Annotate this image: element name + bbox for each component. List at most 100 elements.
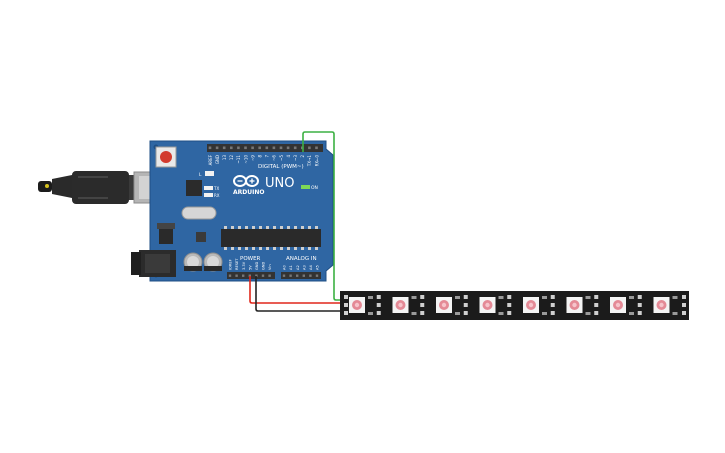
- crystal-oscillator: [181, 206, 217, 220]
- strip-smd-component: [368, 296, 373, 299]
- digital-pin[interactable]: [230, 146, 233, 150]
- led-pixel[interactable]: [436, 297, 452, 313]
- analog-pin[interactable]: [302, 274, 305, 277]
- power-pin-header[interactable]: [227, 272, 275, 279]
- power-pin[interactable]: [255, 274, 258, 277]
- chip-pin: [301, 226, 304, 229]
- digital-pin-label: ~10: [243, 155, 248, 164]
- analog-pin-label: A3: [302, 265, 306, 270]
- chip-pin: [308, 226, 311, 229]
- strip-cut-pad: [376, 303, 381, 307]
- analog-pin[interactable]: [296, 274, 299, 277]
- strip-smd-component: [368, 312, 373, 315]
- led-pixel[interactable]: [523, 297, 539, 313]
- strip-end-pad: [344, 295, 348, 299]
- led-pixel[interactable]: [349, 297, 365, 313]
- analog-pin[interactable]: [282, 274, 286, 277]
- strip-smd-component: [542, 296, 547, 299]
- analog-pin[interactable]: [315, 274, 319, 277]
- power-pin[interactable]: [235, 274, 238, 277]
- power-pin[interactable]: [268, 274, 271, 277]
- power-pin[interactable]: [242, 274, 245, 277]
- usb-interface-chip: [186, 180, 202, 196]
- chip-pin: [273, 247, 276, 250]
- power-pin-label: IOREF: [229, 259, 233, 270]
- digital-pin[interactable]: [279, 146, 283, 150]
- digital-pin-label: AREF: [208, 154, 213, 165]
- strip-cut-pad: [637, 311, 642, 315]
- dc-barrel-jack[interactable]: [131, 250, 176, 277]
- chip-pin: [287, 247, 290, 250]
- strip-end-pad: [682, 303, 686, 307]
- digital-pin[interactable]: [265, 146, 269, 150]
- digital-pin-label: ~6: [272, 155, 277, 161]
- signal-wire[interactable]: [302, 131, 346, 301]
- power-pin[interactable]: [228, 274, 232, 277]
- strip-smd-component: [455, 312, 460, 315]
- power-label: POWER: [240, 256, 261, 262]
- analog-pin-label: A2: [296, 265, 300, 270]
- reset-button[interactable]: [155, 146, 177, 168]
- led-pixel[interactable]: [392, 297, 409, 313]
- strip-cut-pad: [550, 303, 555, 307]
- digital-pin[interactable]: [237, 146, 240, 150]
- digital-pin[interactable]: [251, 146, 254, 150]
- strip-cut-pad: [376, 311, 381, 315]
- analog-pin[interactable]: [289, 274, 292, 277]
- chip-pin: [287, 226, 290, 229]
- ground-wire[interactable]: [255, 276, 346, 312]
- digital-pin[interactable]: [258, 146, 261, 150]
- led-pixel[interactable]: [566, 297, 583, 313]
- rx-label: RX: [214, 193, 220, 198]
- power-pin[interactable]: [261, 274, 265, 277]
- chip-pin: [245, 247, 248, 250]
- strip-smd-component: [629, 296, 634, 299]
- led-pixel[interactable]: [479, 297, 496, 313]
- led-pixel[interactable]: [610, 297, 626, 313]
- strip-cut-pad: [463, 295, 468, 299]
- strip-end-pad: [682, 295, 686, 299]
- analog-pin-label: A0: [283, 265, 287, 270]
- chip-pin: [238, 247, 241, 250]
- power-wire[interactable]: [249, 276, 346, 304]
- strip-cut-pad: [550, 311, 555, 315]
- analog-pin-label: A1: [289, 265, 293, 270]
- chip-pin: [308, 247, 311, 250]
- digital-pin[interactable]: [215, 146, 219, 150]
- capacitor: [183, 252, 203, 272]
- digital-pin[interactable]: [272, 146, 276, 150]
- analog-pin-header[interactable]: [281, 272, 321, 279]
- digital-pin[interactable]: [208, 146, 212, 150]
- analog-label: ANALOG IN: [286, 256, 317, 262]
- digital-pin[interactable]: [315, 146, 318, 150]
- digital-pin[interactable]: [293, 146, 297, 150]
- capacitor: [203, 252, 223, 272]
- digital-pin-label: TX→1: [307, 155, 312, 168]
- neopixel-led-strip[interactable]: [340, 291, 689, 320]
- digital-pin[interactable]: [222, 146, 226, 150]
- l-label: L: [199, 172, 202, 178]
- digital-pin[interactable]: [244, 146, 247, 150]
- chip-pin: [315, 226, 318, 229]
- smd-chip: [196, 232, 206, 242]
- strip-smd-component: [455, 296, 460, 299]
- strip-cut-pad: [463, 303, 468, 307]
- strip-cut-pad: [463, 311, 468, 315]
- strip-smd-component: [411, 312, 417, 315]
- chip-pin: [245, 226, 248, 229]
- power-pin-label: GND: [255, 262, 259, 270]
- digital-pin-label: 7: [265, 155, 270, 158]
- strip-cut-pad: [637, 295, 642, 299]
- digital-pin[interactable]: [286, 146, 290, 150]
- digital-pin-header[interactable]: [207, 144, 323, 152]
- chip-pin: [252, 226, 255, 229]
- digital-pin[interactable]: [308, 146, 311, 150]
- chip-pin: [238, 226, 241, 229]
- strip-smd-component: [629, 312, 634, 315]
- power-pin[interactable]: [248, 274, 251, 277]
- analog-pin[interactable]: [309, 274, 312, 277]
- led-pixel[interactable]: [653, 297, 670, 313]
- strip-smd-component: [411, 296, 417, 299]
